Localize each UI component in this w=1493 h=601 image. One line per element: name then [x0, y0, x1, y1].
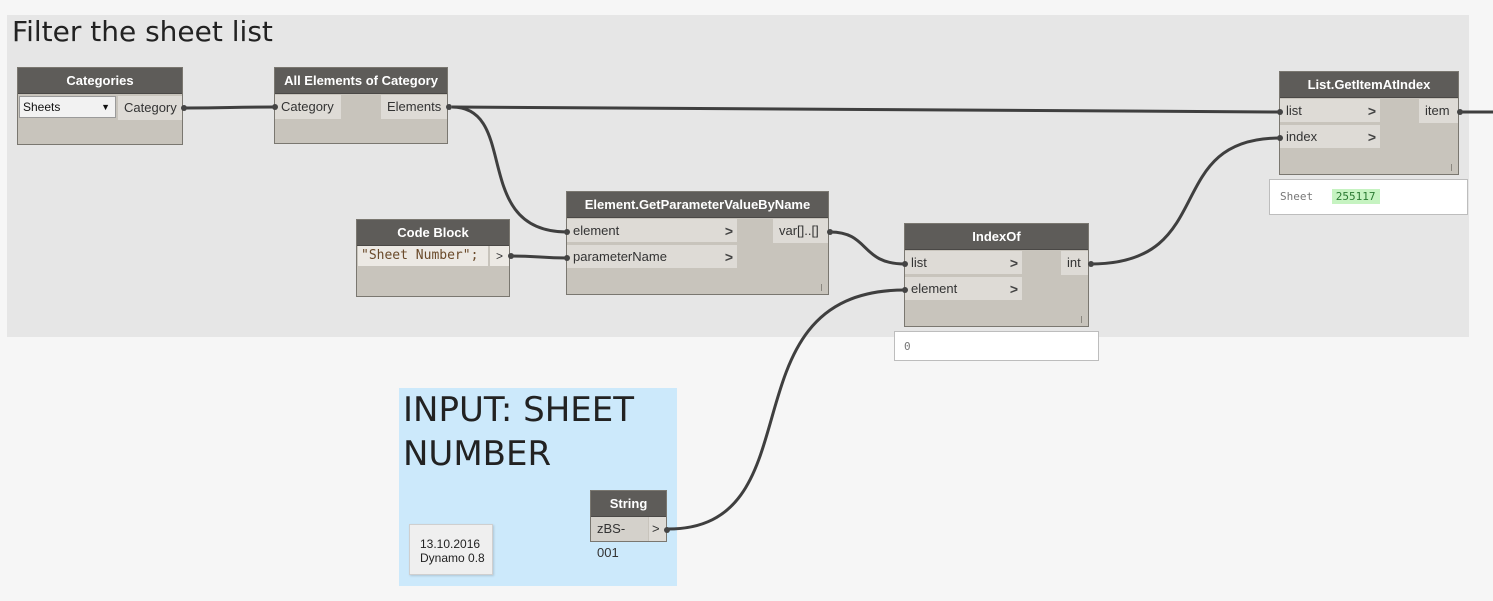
input-connector-dot[interactable] [902, 261, 908, 267]
port-label: parameterName [573, 249, 667, 264]
output-connector-dot[interactable] [1088, 261, 1094, 267]
wire-code-to-parametername [509, 254, 568, 260]
output-port-var[interactable]: var[]..[] [773, 219, 828, 243]
output-port-category[interactable]: Category [118, 96, 182, 120]
port-label: item [1425, 103, 1450, 118]
wire-elements-to-element [451, 105, 568, 234]
code-editor[interactable]: "Sheet Number"; [358, 246, 488, 266]
output-connector-dot[interactable] [446, 104, 452, 110]
chevron-right-icon: > [724, 223, 733, 239]
port-label: Category [281, 99, 334, 114]
node-indexof[interactable]: IndexOf list > element > int [902, 223, 1094, 327]
node-title: Code Block [357, 220, 509, 246]
input-connector-dot[interactable] [564, 255, 570, 261]
node-get-parameter-value-by-name[interactable]: Element.GetParameterValueByName element … [564, 191, 833, 295]
output-port-int[interactable]: int [1061, 251, 1088, 275]
node-title: Categories [18, 68, 182, 94]
resize-grip[interactable] [1081, 316, 1082, 323]
node-preview-getitematindex[interactable]: Sheet 255117 [1269, 179, 1468, 215]
chevron-right-icon: > [1367, 129, 1376, 145]
string-value: zBS-001 [597, 521, 626, 560]
input-connector-dot[interactable] [272, 104, 278, 110]
input-connector-dot[interactable] [1277, 135, 1283, 141]
node-title: String [591, 491, 666, 517]
node-code-block[interactable]: Code Block "Sheet Number"; > [356, 219, 514, 297]
port-label: var[]..[] [779, 223, 819, 238]
output-port-elements[interactable]: Elements [381, 95, 447, 119]
input-port-element[interactable]: element > [905, 277, 1022, 301]
note-version: Dynamo 0.8 [420, 551, 485, 565]
category-dropdown[interactable]: Sheets ▼ [19, 96, 116, 118]
preview-value: 0 [904, 340, 911, 353]
preview-value: 255117 [1331, 189, 1380, 204]
node-all-elements-of-category[interactable]: All Elements of Category Category Elemen… [272, 67, 452, 144]
output-connector-dot[interactable] [508, 253, 514, 259]
node-preview-indexof[interactable]: 0 [894, 331, 1099, 361]
input-connector-dot[interactable] [1277, 109, 1283, 115]
output-connector-dot[interactable] [181, 105, 187, 111]
note-date: 13.10.2016 [420, 537, 481, 551]
input-connector-dot[interactable] [564, 229, 570, 235]
string-value-input[interactable]: zBS-001 [591, 517, 648, 560]
node-title: All Elements of Category [275, 68, 447, 94]
chevron-right-icon: > [1009, 255, 1018, 271]
port-label: Elements [387, 99, 442, 114]
chevron-down-icon: ▼ [101, 102, 110, 112]
node-string[interactable]: String zBS-001 > [590, 490, 670, 560]
output-connector-dot[interactable] [664, 527, 670, 533]
resize-grip[interactable] [821, 284, 822, 291]
group-input-sheet-number[interactable]: INPUT: SHEET NUMBER [399, 388, 677, 586]
resize-grip[interactable] [1451, 164, 1452, 171]
port-label: element [911, 281, 958, 296]
preview-label: Sheet [1280, 190, 1314, 203]
group-title: Filter the sheet list [12, 15, 273, 48]
input-port-list[interactable]: list > [1280, 99, 1380, 123]
output-connector-dot[interactable] [1457, 109, 1463, 115]
dropdown-value: Sheets [23, 100, 61, 114]
input-port-list[interactable]: list > [905, 251, 1022, 275]
node-title: IndexOf [905, 224, 1088, 250]
port-label: > [652, 521, 660, 536]
node-list-getitematindex[interactable]: List.GetItemAtIndex list > index > item [1277, 71, 1463, 175]
chevron-right-icon: > [1009, 281, 1018, 297]
node-categories[interactable]: Categories Sheets ▼ Category [17, 67, 187, 145]
port-label: int [1067, 255, 1081, 270]
note[interactable]: 13.10.2016 Dynamo 0.8 [409, 524, 493, 575]
port-label: index [1286, 129, 1318, 144]
output-connector-dot[interactable] [827, 229, 833, 235]
wire-string-to-indexof-element [667, 288, 906, 531]
output-port[interactable]: > [649, 517, 666, 541]
group-title: INPUT: SHEET NUMBER [403, 390, 635, 474]
chevron-right-icon: > [1367, 103, 1376, 119]
port-label: list [911, 255, 927, 270]
wire-elements-to-list [451, 105, 1281, 114]
input-connector-dot[interactable] [902, 287, 908, 293]
port-label: Category [124, 100, 177, 115]
input-port-category[interactable]: Category [275, 95, 341, 119]
node-title: List.GetItemAtIndex [1280, 72, 1458, 98]
wire-var-to-indexof-list [829, 230, 906, 266]
output-port[interactable]: > [490, 246, 509, 266]
input-port-element[interactable]: element > [567, 219, 737, 243]
wire-categories-to-all-elements [185, 105, 275, 110]
port-label: element [573, 223, 620, 238]
output-port-item[interactable]: item [1419, 99, 1458, 123]
port-label: list [1286, 103, 1302, 118]
chevron-right-icon: > [724, 249, 733, 265]
wire-int-to-index [1090, 136, 1281, 266]
node-title: Element.GetParameterValueByName [567, 192, 828, 218]
input-port-index[interactable]: index > [1280, 125, 1380, 149]
input-port-parametername[interactable]: parameterName > [567, 245, 737, 269]
